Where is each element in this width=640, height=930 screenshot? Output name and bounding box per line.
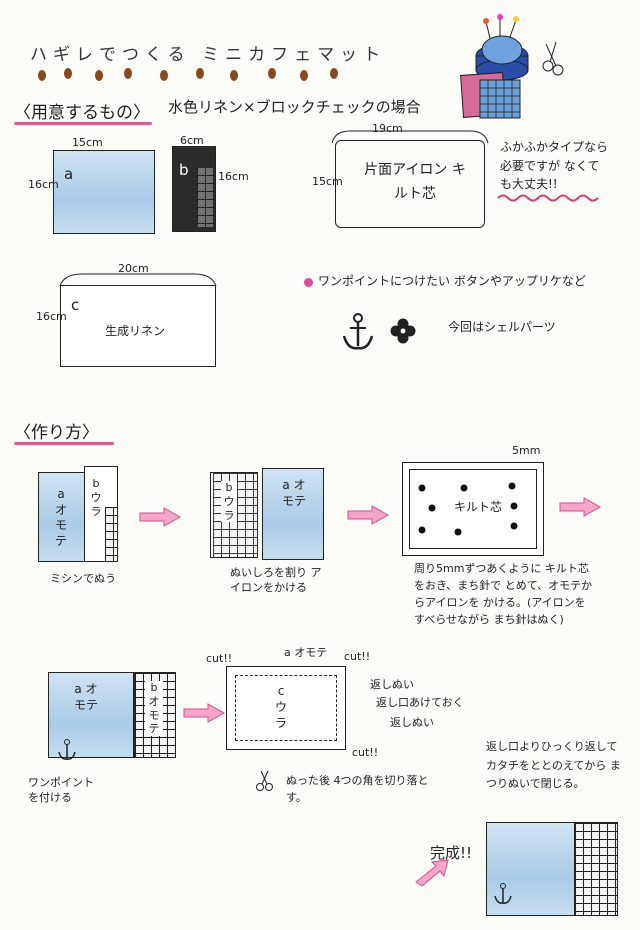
title-dot	[64, 68, 72, 79]
piece-a-height: 16cm	[28, 178, 59, 191]
step3-caption: 周り5mmずつあくように キルト芯をおき、まち針で とめて、オモテからアイロンを…	[414, 562, 593, 627]
title-dot	[300, 70, 308, 81]
piece-b-width: 6cm	[180, 134, 204, 147]
step6-caption: 返し口よりひっくり返して カタチをととのえてから まつりぬいで閉じる。	[486, 740, 621, 791]
title-dot	[38, 70, 46, 81]
piece-c-letter: c	[71, 296, 80, 314]
opening-label: 返し口あけておく	[376, 696, 464, 709]
back-stitch-label: 返しぬい	[370, 678, 414, 691]
piece-c-name: 生成リネン	[105, 324, 166, 338]
piece-a-width: 15cm	[72, 136, 103, 149]
title-dot	[330, 68, 338, 79]
materials-subtitle: 水色リネン×ブロックチェックの場合	[168, 98, 421, 116]
step4-b-label: b オモテ	[145, 681, 163, 736]
wavy-underline	[497, 194, 599, 202]
parts-note: 今回はシェルパーツ	[448, 320, 556, 334]
step4-caption: ワンポイント を付ける	[28, 776, 94, 804]
piece-b-letter: b	[179, 161, 189, 179]
optional-note: ふかふかタイプなら 必要ですが なくても大丈夫!!	[500, 140, 609, 192]
step3-label: キルト芯	[454, 500, 503, 514]
bullet-icon	[304, 278, 313, 287]
anchor-icon	[58, 739, 76, 760]
step3-mm-label: 5mm	[512, 444, 541, 457]
title-dot	[95, 70, 103, 81]
back-stitch-label: 返しぬい	[390, 716, 434, 729]
title-dot	[268, 68, 276, 79]
quilt-width: 19cm	[372, 122, 403, 135]
method-heading: 〈作り方〉	[14, 423, 99, 443]
piece-b-height: 16cm	[218, 170, 249, 183]
check-pattern	[197, 167, 213, 227]
step-arrow	[559, 497, 602, 517]
step1-caption: ミシンでぬう	[50, 572, 116, 585]
title-dot	[230, 70, 238, 81]
step3-panel: キルト芯	[402, 462, 544, 556]
piece-c-width-line	[59, 273, 217, 287]
title-dot	[160, 70, 168, 81]
cut-label: cut!!	[352, 746, 379, 759]
quilt-batting: 片面アイロン キルト芯	[335, 140, 485, 228]
step3-quilt-batting: キルト芯	[409, 469, 537, 549]
quilt-batting-label: 片面アイロン キルト芯	[364, 162, 466, 202]
step5-top-label: a オモテ	[284, 646, 328, 659]
materials-heading: 〈用意するもの〉	[14, 103, 150, 123]
piece-a: a	[53, 150, 155, 234]
step1-a-label: a オモテ	[54, 487, 67, 548]
check-pattern	[105, 507, 117, 561]
step4-a-label: a オモテ	[73, 682, 98, 713]
check-pattern	[575, 823, 617, 915]
finished-mat-check	[574, 822, 618, 916]
cut-label: cut!!	[344, 650, 371, 663]
step2-piece-b: b ウラ	[210, 472, 258, 558]
sewing-tools-illustration	[460, 14, 564, 119]
step-arrow	[347, 505, 390, 525]
anchor-icon	[342, 313, 374, 350]
step5-c-label: c ウラ	[274, 684, 287, 731]
piece-c: c 生成リネン	[60, 285, 216, 367]
onepoint-note: ワンポイントにつけたい ボタンやアップリケなど	[318, 274, 586, 288]
step1-piece-b: b ウラ	[84, 466, 118, 562]
step-arrow	[139, 507, 182, 527]
piece-b: b	[172, 146, 216, 232]
scissors-icon	[542, 41, 564, 76]
title-dot	[196, 68, 204, 79]
pin-dots	[418, 482, 518, 536]
done-arrow	[415, 859, 449, 887]
heading-underline	[14, 442, 114, 445]
page-title: ハギレでつくる ミニカフェマット	[30, 45, 387, 65]
scissors-icon	[256, 770, 273, 791]
step1-b-label: b ウラ	[90, 477, 102, 518]
anchor-icon	[494, 883, 512, 904]
stitch-line	[235, 675, 337, 741]
done-label: 完成!!	[430, 844, 473, 862]
step2-a-label: a オモテ	[281, 478, 306, 509]
step2-caption: ぬいしろを割り アイロンをかける	[230, 566, 322, 594]
step4-piece-a: a オモテ	[48, 672, 134, 758]
step5-caption: ぬった後 4つの角を切り落とす。	[286, 774, 429, 805]
piece-c-height: 16cm	[36, 310, 67, 323]
step2-piece-a: a オモテ	[262, 468, 324, 560]
quilt-width-line	[331, 130, 489, 144]
step4-piece-b: b オモテ	[134, 672, 176, 758]
title-dot	[124, 68, 132, 79]
step-arrow	[183, 703, 226, 723]
piece-c-width: 20cm	[118, 262, 149, 275]
step2-b-label: b ウラ	[221, 481, 237, 523]
clover-button-icon	[390, 318, 416, 344]
quilt-height: 15cm	[312, 175, 343, 188]
heading-underline	[14, 122, 152, 125]
step5-panel: c ウラ	[226, 666, 346, 750]
piece-a-letter: a	[64, 165, 74, 183]
cut-label: cut!!	[206, 652, 233, 665]
